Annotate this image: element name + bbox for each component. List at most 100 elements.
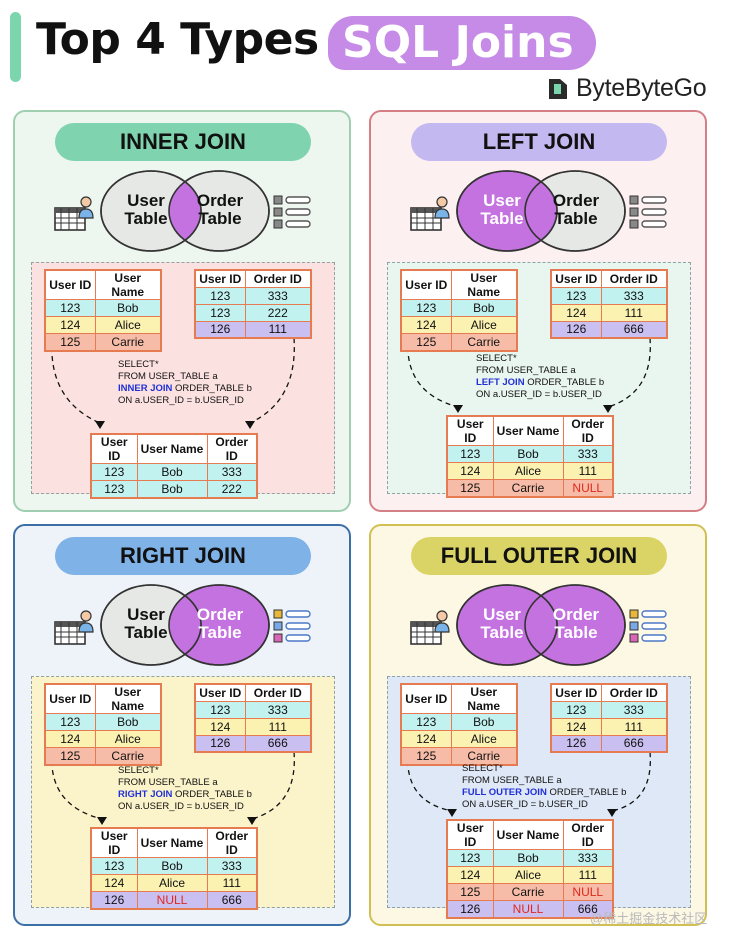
table-cell: Alice <box>492 866 564 884</box>
column-header: User Name <box>136 433 208 464</box>
sql-line: SELECT* <box>476 353 517 364</box>
join-title: LEFT JOIN <box>411 123 667 161</box>
column-header: Order ID <box>206 827 258 858</box>
table-cell: Bob <box>492 849 564 867</box>
table-cell: 123 <box>44 713 96 731</box>
column-header: User Name <box>136 827 208 858</box>
table-cell: 124 <box>446 462 494 480</box>
join-arrow <box>607 337 651 408</box>
sql-line-rest: ORDER_TABLE b <box>546 787 627 798</box>
list-legend-icon <box>273 195 311 229</box>
table-cell: 124 <box>400 730 452 748</box>
column-header: Order ID <box>600 269 668 288</box>
column-header: User ID <box>400 683 452 714</box>
title-accent-bar <box>10 12 21 82</box>
column-header: User ID <box>446 415 494 446</box>
sql-join-keyword: RIGHT JOIN <box>118 789 173 800</box>
table-cell: 666 <box>244 734 312 753</box>
table-cell: Bob <box>94 299 162 317</box>
join-arrow <box>249 337 295 424</box>
table-cell: 111 <box>244 717 312 736</box>
table-cell: 125 <box>44 747 96 765</box>
table-cell: 111 <box>562 866 614 884</box>
list-legend-icon <box>629 609 667 643</box>
table-cell: 124 <box>446 866 494 884</box>
table-cell: 333 <box>562 849 614 867</box>
table-cell: Carrie <box>94 333 162 351</box>
column-header: Order ID <box>600 683 668 702</box>
sql-line: FROM USER_TABLE a <box>118 777 218 788</box>
table-cell: 111 <box>244 320 312 339</box>
table-cell: 123 <box>44 299 96 317</box>
table-cell: 125 <box>446 883 494 901</box>
table-cell: Carrie <box>450 333 518 351</box>
table-cell: 123 <box>194 286 246 305</box>
table-cell: 124 <box>550 303 602 322</box>
table-cell: 111 <box>600 303 668 322</box>
table-cell: NULL <box>136 891 208 909</box>
table-cell: Alice <box>450 316 518 334</box>
table-cell: 666 <box>562 900 614 918</box>
venn-diagram <box>100 584 270 666</box>
table-cell: 126 <box>90 891 138 909</box>
table-cell: 123 <box>400 713 452 731</box>
table-cell: 222 <box>244 303 312 322</box>
table-cell: 124 <box>90 874 138 892</box>
arrow-head <box>603 405 613 413</box>
table-cell: 124 <box>400 316 452 334</box>
column-header: User Name <box>492 819 564 850</box>
brand-name: ByteByteGo <box>576 74 707 102</box>
column-header: User ID <box>90 433 138 464</box>
arrow-head <box>453 405 463 413</box>
table-cell: 123 <box>400 299 452 317</box>
table-cell: 124 <box>44 730 96 748</box>
table-cell: 125 <box>44 333 96 351</box>
column-header: Order ID <box>562 415 614 446</box>
arrow-head <box>247 817 257 825</box>
table-cell: 333 <box>206 463 258 481</box>
arrow-head <box>97 817 107 825</box>
list-legend-icon <box>273 609 311 643</box>
table-cell: NULL <box>562 479 614 497</box>
table-cell: 333 <box>562 445 614 463</box>
table-cell: 125 <box>400 747 452 765</box>
table-cell: Carrie <box>492 883 564 901</box>
table-cell: 126 <box>550 320 602 339</box>
column-header: User ID <box>44 683 96 714</box>
sql-line-rest: ORDER_TABLE b <box>172 383 252 394</box>
sql-line: FROM USER_TABLE a <box>118 371 218 382</box>
